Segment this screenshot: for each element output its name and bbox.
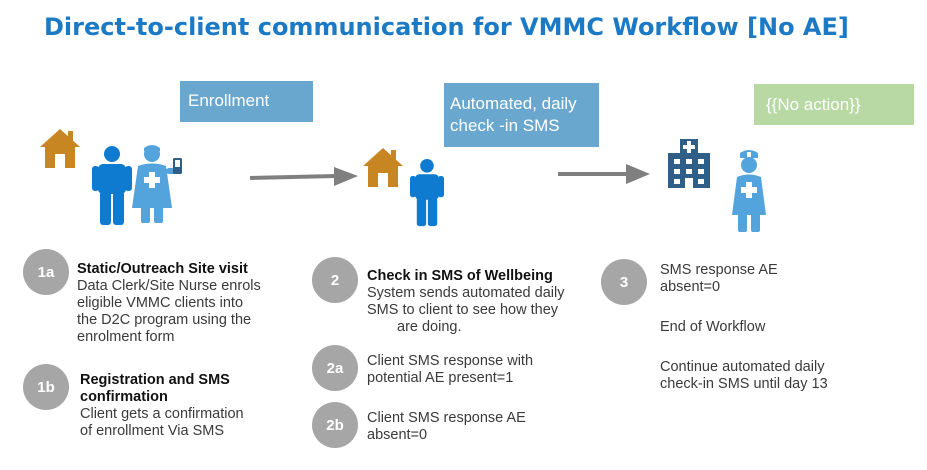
client-icon: [410, 152, 444, 239]
step-2a-line: potential AE present=1: [367, 370, 514, 386]
client-icon: [92, 145, 132, 232]
step-2b-line: Client SMS response AE: [367, 410, 526, 426]
stage-enrollment-label: Enrollment: [188, 91, 270, 110]
step-badge-3: 3: [601, 259, 647, 305]
step-1a-text: Static/Outreach Site visit Data Clerk/Si…: [77, 261, 292, 346]
step-2-heading: Check in SMS of Wellbeing: [367, 268, 553, 284]
stage-enrollment-box: Enrollment: [180, 81, 313, 122]
step-1a-heading: Static/Outreach Site visit: [77, 261, 248, 277]
step-badge-2: 2: [312, 257, 358, 303]
step-3-end: End of Workflow: [660, 319, 766, 335]
page-title: Direct-to-client communication for VMMC …: [44, 13, 849, 41]
step-2-text: Check in SMS of Wellbeing System sends a…: [367, 268, 607, 336]
stage-checkin-label-line1: Automated, daily: [450, 94, 577, 113]
step-2-line: SMS to client to see how they: [367, 302, 559, 318]
arrow-right-icon: [250, 166, 358, 188]
step-3-line: SMS response AE: [660, 262, 778, 278]
step-1a-line: eligible VMMC clients into: [77, 295, 244, 311]
nurse-icon: [732, 149, 766, 238]
step-2a-text: Client SMS response with potential AE pr…: [367, 353, 587, 387]
house-icon: [40, 127, 80, 174]
step-badge-2b: 2b: [312, 402, 358, 448]
step-1b-line: of enrollment Via SMS: [80, 423, 224, 439]
step-1b-text: Registration and SMS confirmation Client…: [80, 372, 290, 440]
step-2b-text: Client SMS response AE absent=0: [367, 410, 587, 444]
step-badge-1b: 1b: [23, 364, 69, 410]
nurse-with-phone-icon: [132, 144, 184, 229]
arrow-right-icon: [558, 163, 650, 185]
step-3-line: absent=0: [660, 279, 721, 295]
step-1a-line: enrolment form: [77, 329, 175, 345]
step-1b-heading: confirmation: [80, 389, 168, 405]
step-1b-line: Client gets a confirmation: [80, 406, 244, 422]
stage-noaction-box: {{No action}}: [754, 84, 914, 125]
step-1a-line: Data Clerk/Site Nurse enrols: [77, 278, 261, 294]
step-3-text: SMS response AE absent=0 End of Workflow…: [660, 262, 890, 393]
step-badge-1a: 1a: [23, 249, 69, 295]
step-2-line: System sends automated daily: [367, 285, 565, 301]
hospital-icon: [666, 139, 712, 194]
step-3-continue-line: Continue automated daily: [660, 359, 825, 375]
step-2a-line: Client SMS response with: [367, 353, 534, 369]
step-3-continue-line: check-in SMS until day 13: [660, 376, 828, 392]
house-icon: [362, 146, 404, 193]
step-1b-heading: Registration and SMS: [80, 372, 230, 388]
step-3-continue: Continue automated daily check-in SMS un…: [660, 359, 890, 393]
step-2b-line: absent=0: [367, 427, 428, 443]
stage-checkin-box: Automated, daily check -in SMS: [444, 83, 599, 147]
step-2-line: are doing.: [397, 319, 462, 335]
step-1a-line: the D2C program using the: [77, 312, 252, 328]
stage-checkin-label-line2: check -in SMS: [450, 116, 560, 135]
stage-noaction-label: {{No action}}: [766, 95, 861, 114]
step-badge-2a: 2a: [312, 345, 358, 391]
